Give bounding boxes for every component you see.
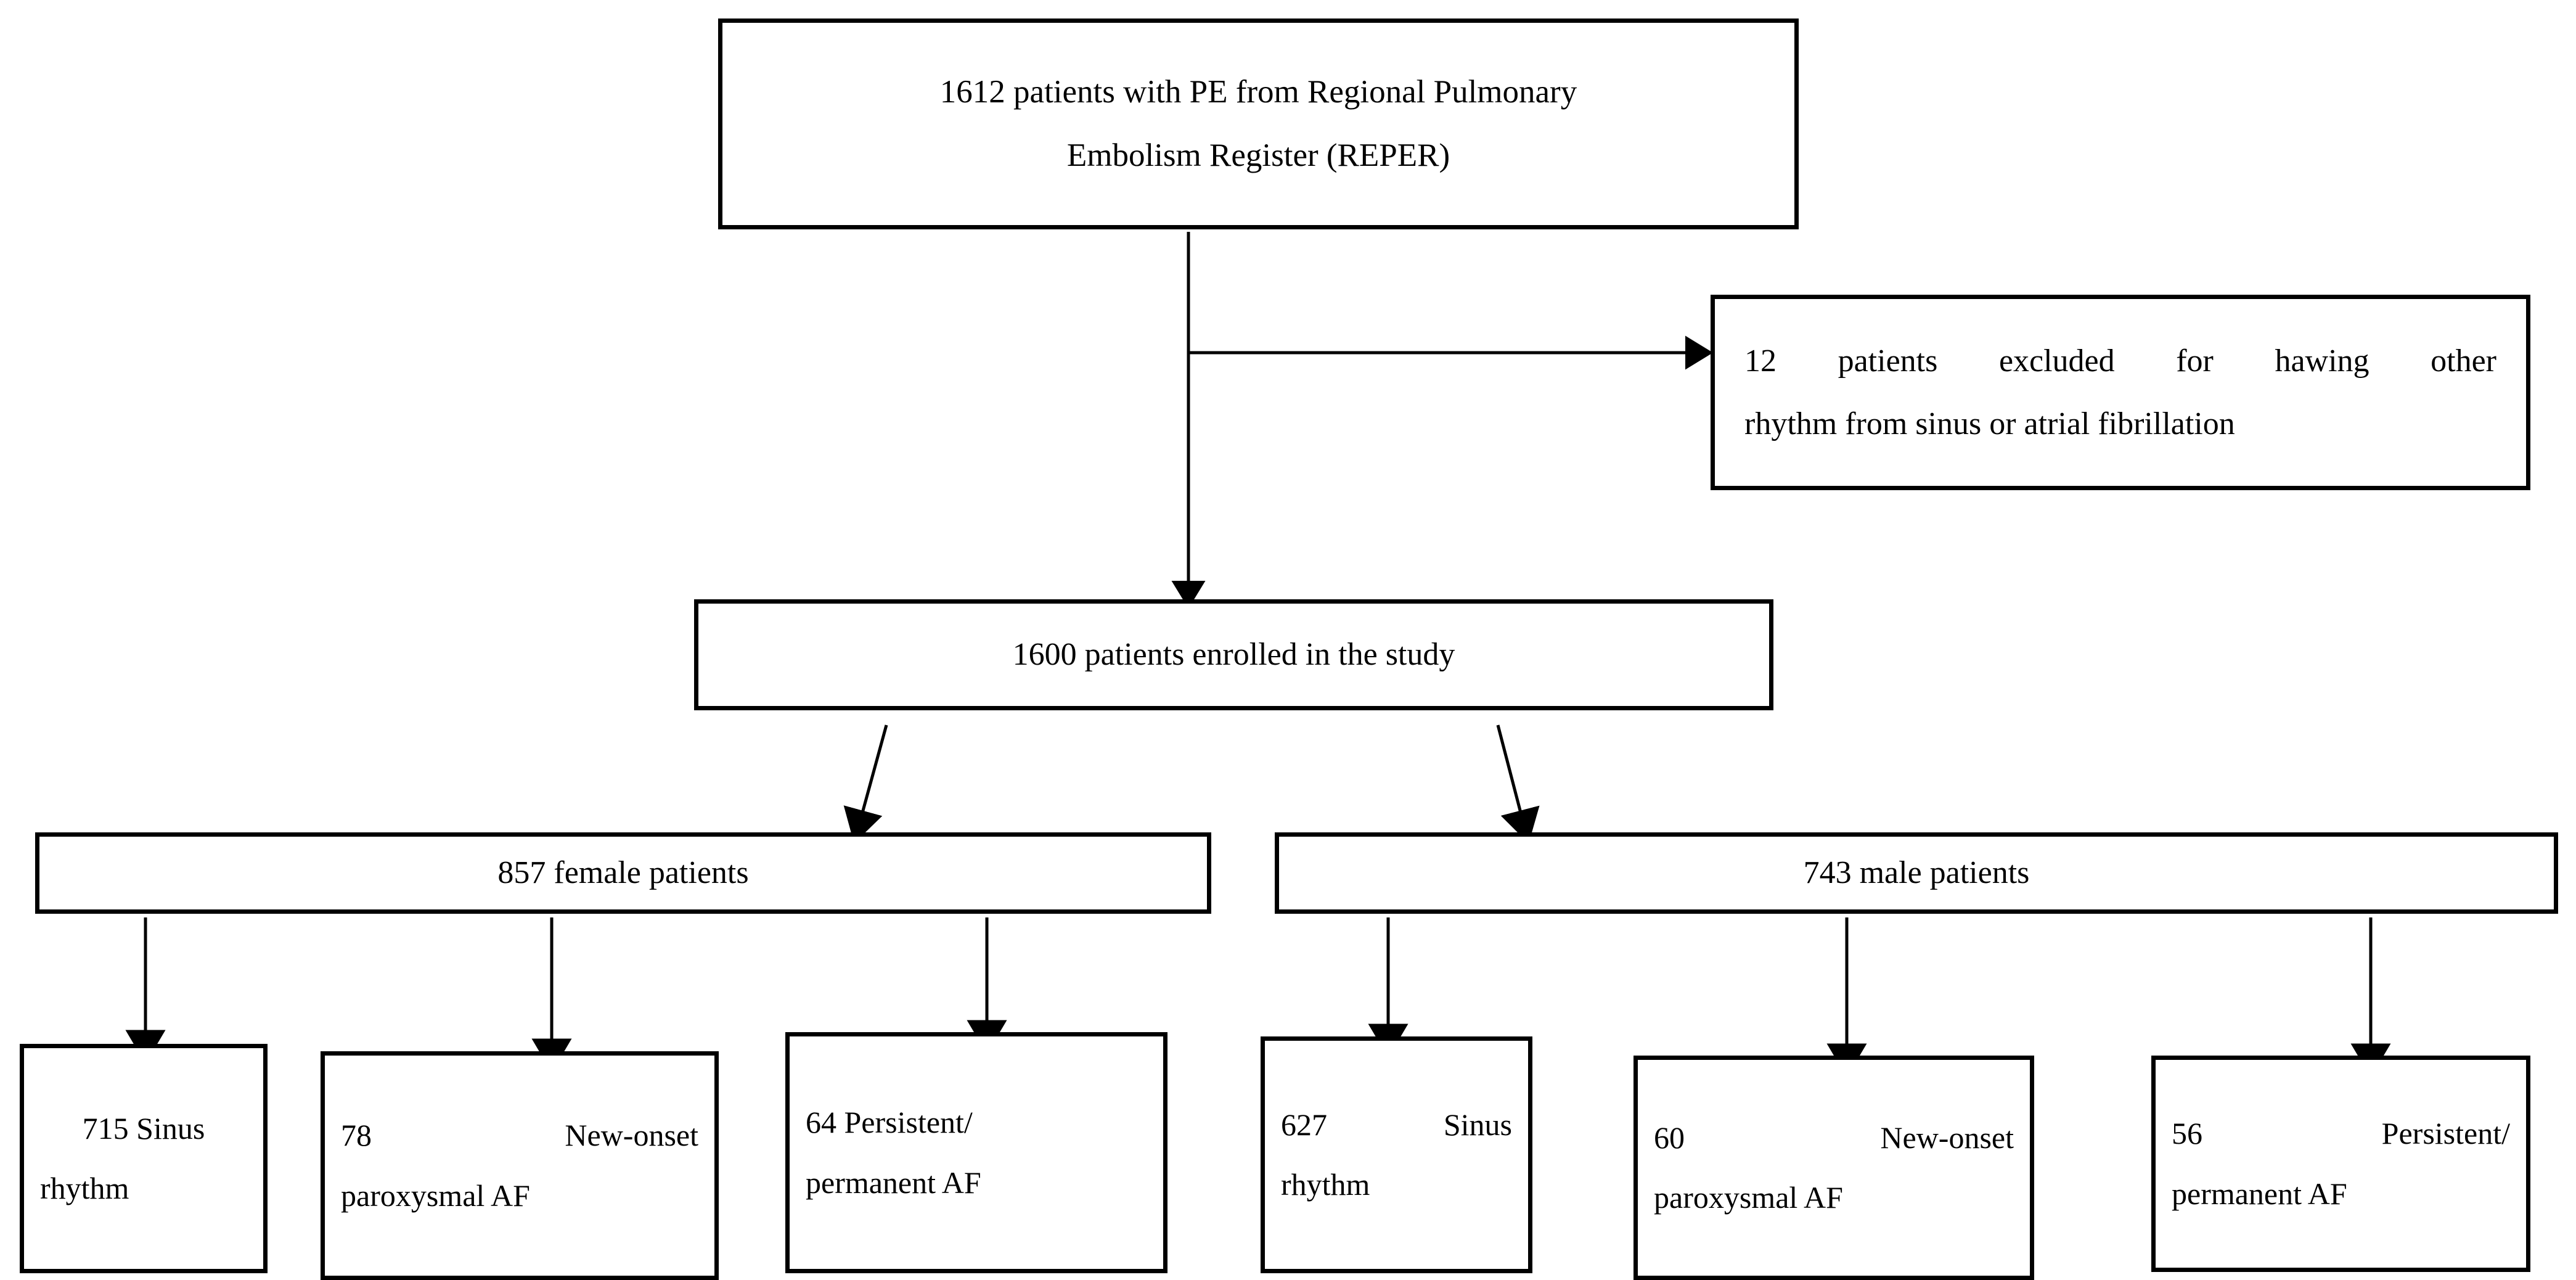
- node-enrolled-cohort: 1600 patients enrolled in the study: [694, 599, 1773, 710]
- male-new-onset-line-1: 60 New-onset: [1654, 1120, 2014, 1155]
- male-persistent-line-1: 56 Persistent/: [2172, 1116, 2510, 1151]
- female-sinus-rhythm-line-1: 715 Sinus: [82, 1110, 205, 1146]
- female-persistent-line-1: 64 Persistent/: [806, 1105, 973, 1139]
- node-female-cohort: 857 female patients: [35, 832, 1211, 914]
- node-female-new-onset-paroxysmal-af: 78 New-onset paroxysmal AF: [321, 1051, 719, 1280]
- node-male-persistent-permanent-af: 56 Persistent/ permanent AF: [2151, 1056, 2530, 1272]
- node-excluded-patients: 12 patients excluded for hawing other rh…: [1711, 295, 2530, 490]
- source-cohort-line-2: Embolism Register (REPER): [1066, 137, 1450, 173]
- female-new-onset-line-2: paroxysmal AF: [341, 1178, 530, 1213]
- node-male-cohort: 743 male patients: [1275, 832, 2558, 914]
- node-source-cohort: 1612 patients with PE from Regional Pulm…: [718, 18, 1799, 229]
- node-male-sinus-rhythm: 627 Sinus rhythm: [1261, 1036, 1532, 1273]
- node-male-new-onset-paroxysmal-af: 60 New-onset paroxysmal AF: [1634, 1056, 2034, 1280]
- male-persistent-line-2: permanent AF: [2172, 1176, 2347, 1211]
- source-cohort-line-1: 1612 patients with PE from Regional Pulm…: [939, 73, 1577, 110]
- female-cohort-label: 857 female patients: [497, 855, 749, 891]
- excluded-patients-line-2: rhythm from sinus or atrial fibrillation: [1744, 406, 2235, 441]
- male-cohort-label: 743 male patients: [1803, 855, 2030, 891]
- female-sinus-rhythm-line-2: rhythm: [40, 1171, 129, 1205]
- male-sinus-rhythm-line-2: rhythm: [1281, 1167, 1370, 1202]
- enrolled-cohort-label: 1600 patients enrolled in the study: [1012, 637, 1455, 673]
- node-female-persistent-permanent-af: 64 Persistent/ permanent AF: [785, 1032, 1167, 1273]
- male-sinus-rhythm-line-1: 627 Sinus: [1281, 1107, 1512, 1142]
- female-persistent-line-2: permanent AF: [806, 1165, 981, 1200]
- excluded-patients-line-1: 12 patients excluded for hawing other: [1744, 343, 2496, 379]
- node-female-sinus-rhythm: 715 Sinus rhythm: [20, 1044, 268, 1273]
- male-new-onset-line-2: paroxysmal AF: [1654, 1180, 1843, 1215]
- female-new-onset-line-1: 78 New-onset: [341, 1118, 698, 1152]
- edge-enrolled-to-female: [843, 724, 888, 843]
- edge-enrolled-to-male: [1496, 724, 1540, 843]
